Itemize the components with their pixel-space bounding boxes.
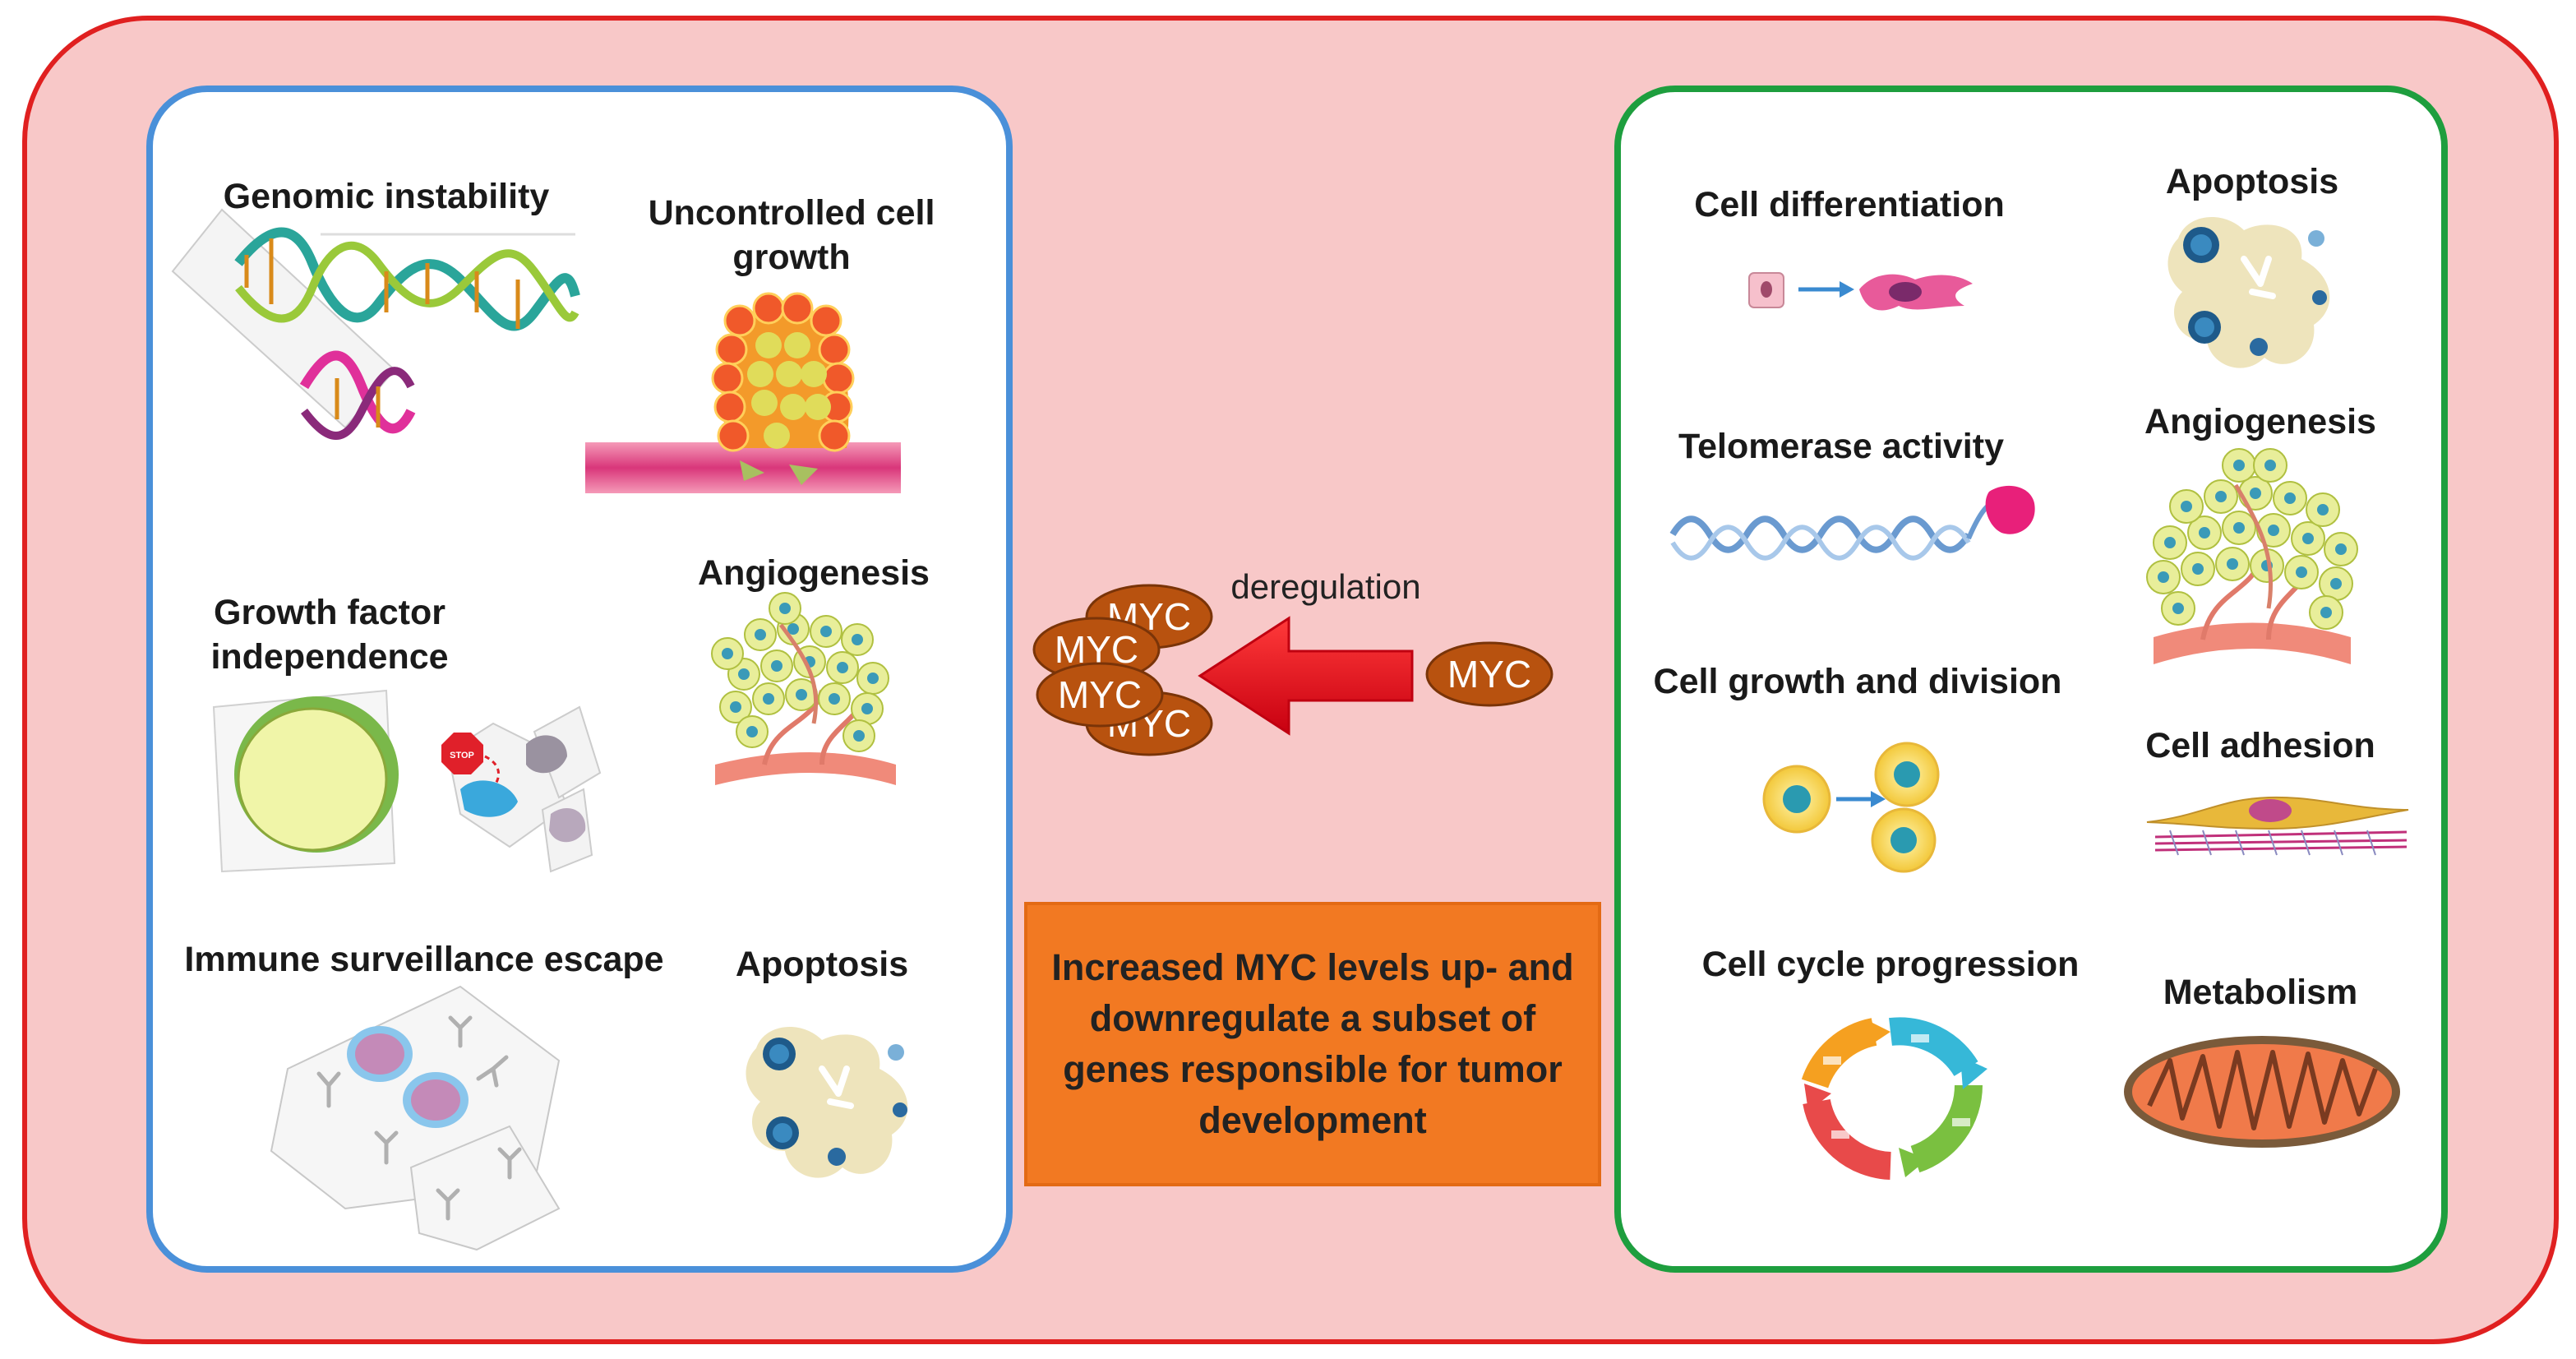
apoptosis-icon	[2167, 216, 2330, 368]
label-growth-division: Cell growth and division	[1653, 662, 2062, 701]
label-growth-factor: Growth factor independence	[210, 593, 449, 677]
apoptosis-icon	[746, 1026, 908, 1178]
label-immune-escape: Immune surveillance escape	[184, 940, 664, 979]
svg-text:STOP: STOP	[450, 751, 474, 760]
tumor-growth-icon	[585, 292, 901, 493]
label-cell-differentiation: Cell differentiation	[1694, 185, 2005, 224]
angiogenesis-icon	[2146, 448, 2358, 664]
summary-text: Increased MYC levels up- and downregulat…	[1051, 946, 1574, 1141]
myc-single: MYC	[1425, 641, 1553, 707]
cell-division-icon	[1762, 742, 1940, 873]
cell-stop-icon: STOP	[212, 689, 602, 873]
dna-helix-icon	[171, 208, 580, 440]
svg-text:MYC: MYC	[1058, 673, 1142, 716]
angiogenesis-icon	[711, 592, 896, 785]
mitochondrion-icon	[2124, 1036, 2400, 1148]
telomere-icon	[1669, 485, 2035, 561]
deregulation-arrow	[1198, 616, 1414, 736]
right-panel	[1614, 86, 2448, 1273]
myc-cluster: MYC MYC MYC MYC	[1032, 584, 1213, 756]
label-angiogenesis-right: Angiogenesis	[2144, 402, 2376, 441]
label-uncontrolled-growth: Uncontrolled cell growth	[648, 193, 935, 277]
label-telomerase: Telomerase activity	[1678, 427, 2004, 466]
immune-cells-icon	[270, 985, 561, 1251]
label-angiogenesis-left: Angiogenesis	[698, 553, 930, 593]
deregulation-label: deregulation	[1230, 567, 1421, 606]
svg-text:MYC: MYC	[1447, 653, 1531, 696]
label-apoptosis-right: Apoptosis	[2165, 162, 2339, 201]
cell-cycle-icon	[1801, 1017, 1987, 1180]
label-apoptosis-left: Apoptosis	[735, 945, 909, 984]
label-genomic-instability: Genomic instability	[223, 177, 550, 216]
label-metabolism: Metabolism	[2163, 973, 2358, 1012]
label-cell-adhesion: Cell adhesion	[2145, 726, 2375, 765]
summary-box: Increased MYC levels up- and downregulat…	[1024, 902, 1601, 1186]
label-cell-cycle: Cell cycle progression	[1701, 945, 2080, 984]
cell-differentiation-icon	[1748, 272, 1973, 311]
cell-adhesion-icon	[2146, 796, 2409, 856]
